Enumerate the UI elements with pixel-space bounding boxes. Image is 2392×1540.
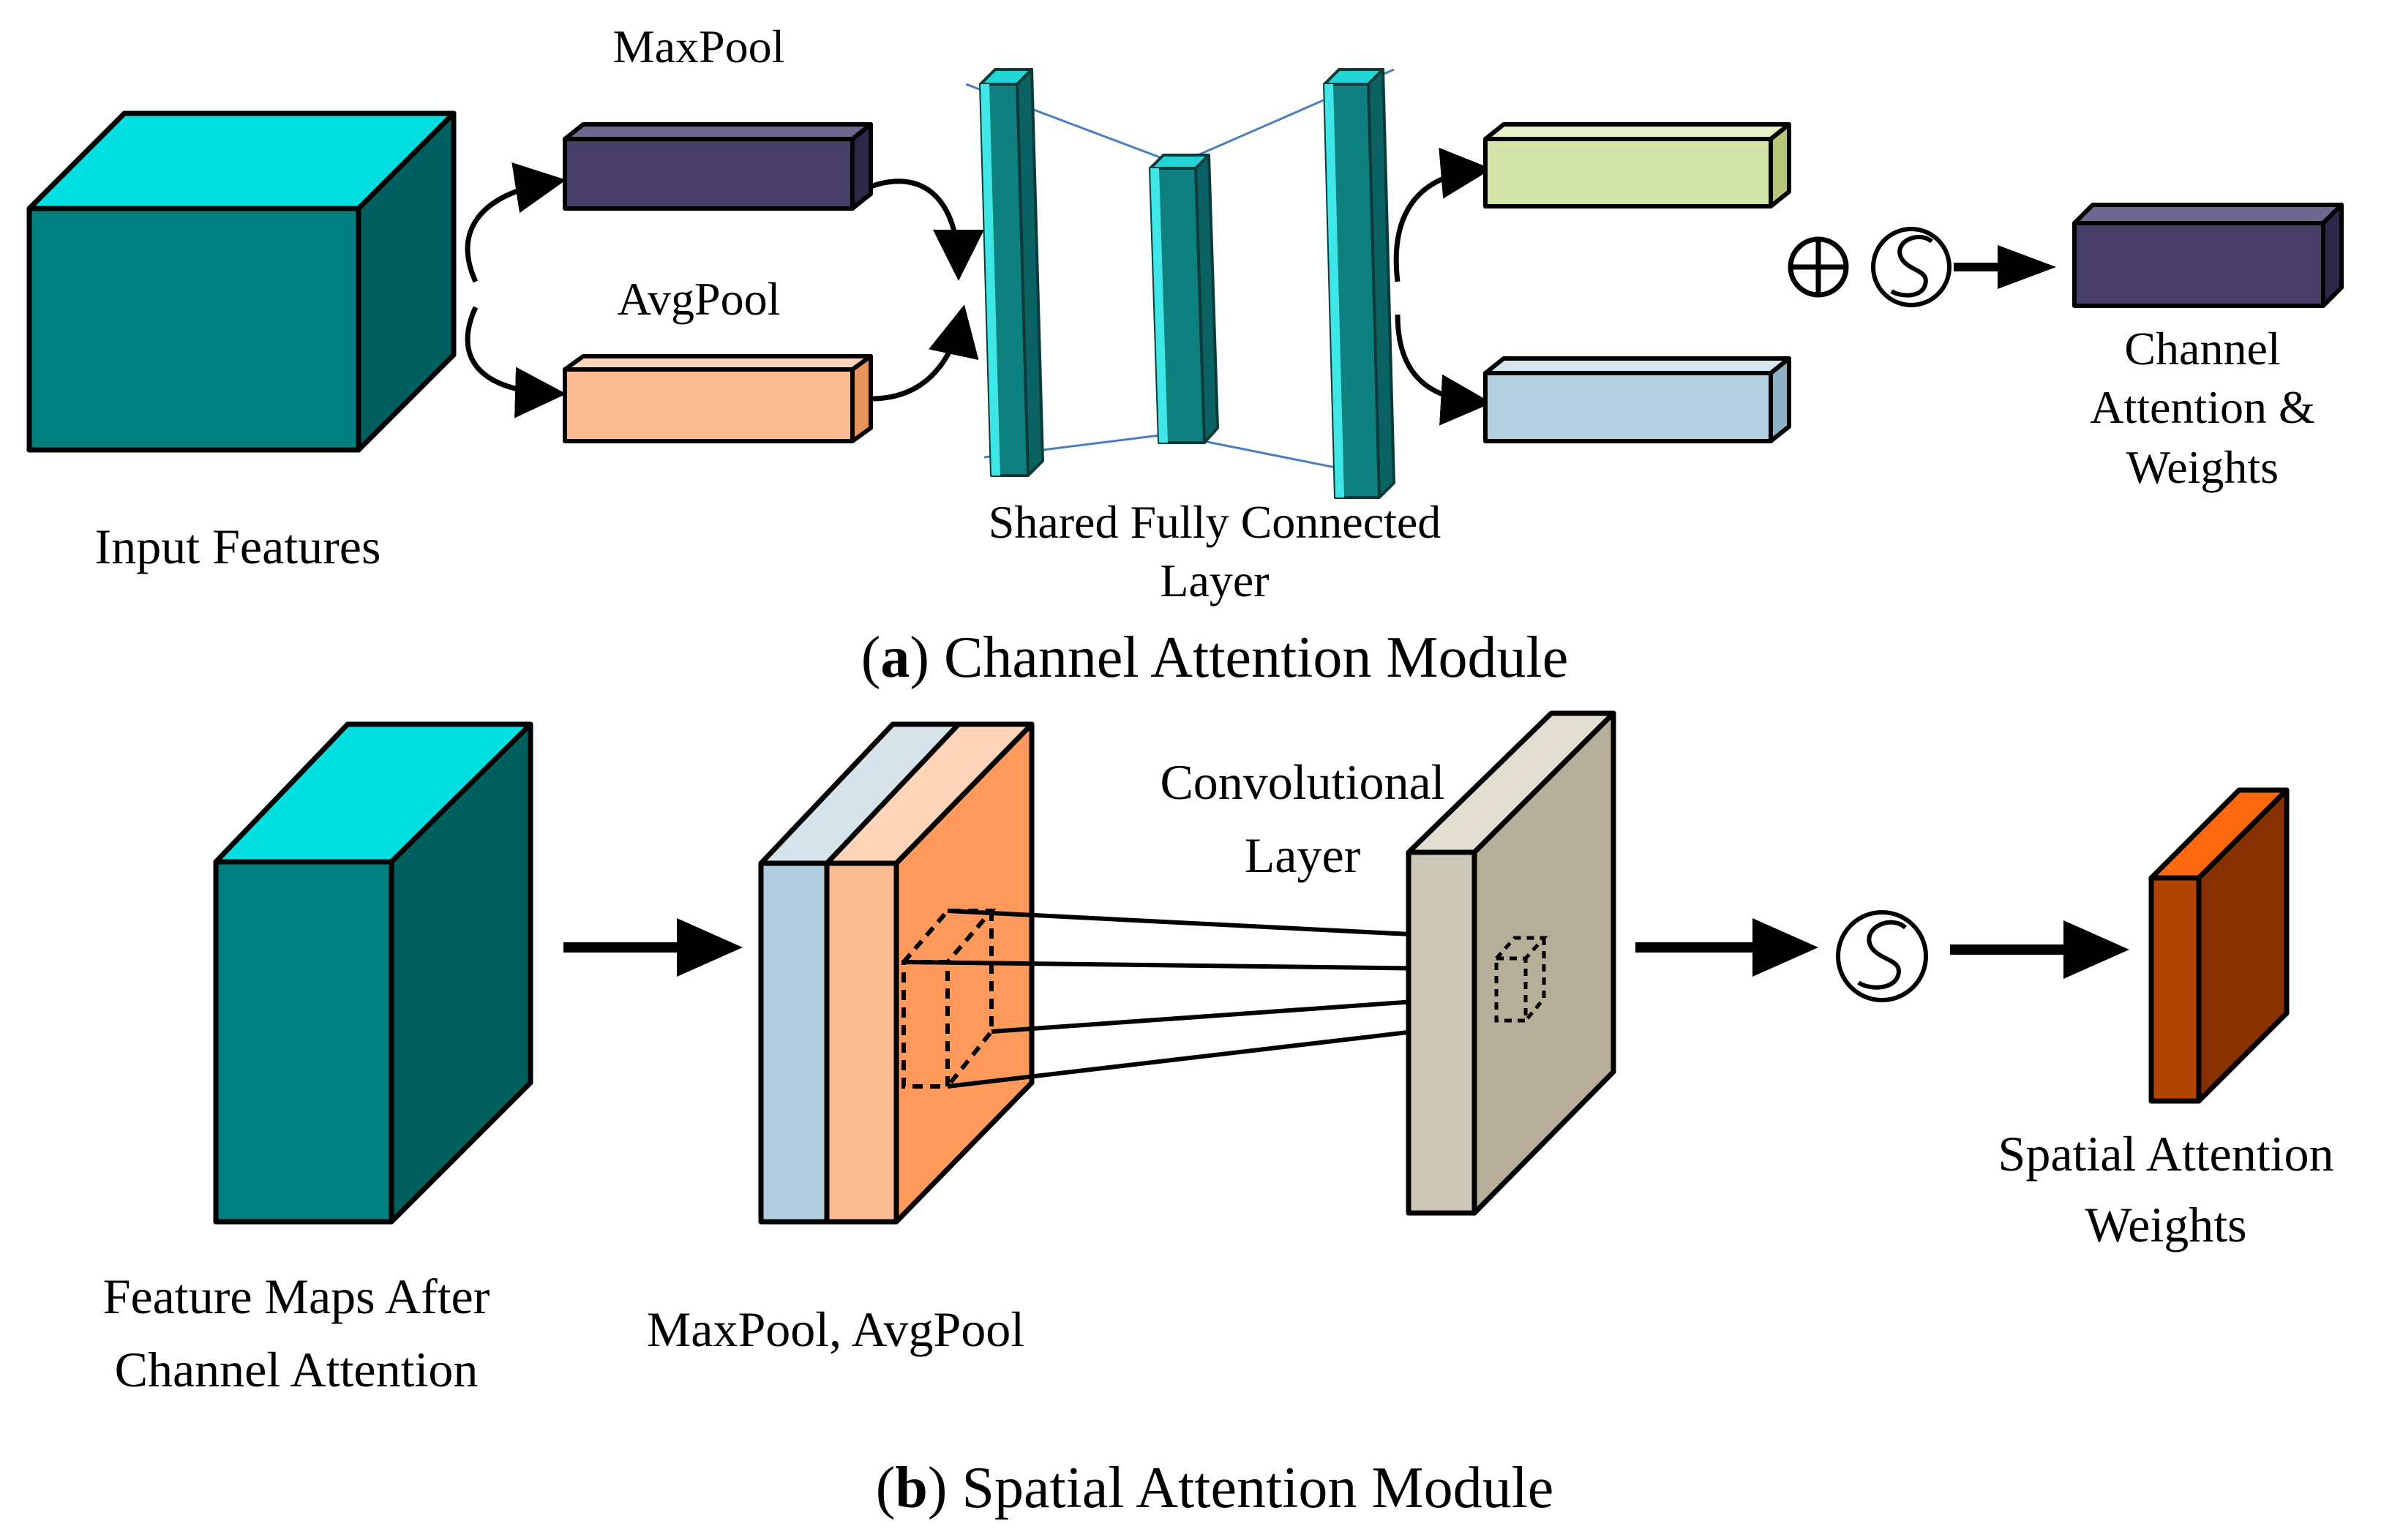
caption-a: (a) Channel Attention Module (861, 626, 1569, 690)
arrow-fc-to-top-bar (1393, 147, 1492, 282)
cube-front (26, 206, 361, 453)
input-features-cube (26, 110, 457, 453)
fc-to-output-arrows (1393, 147, 1492, 426)
fc-layer-3 (1323, 68, 1395, 499)
arrow-avgpool-to-fc (870, 304, 979, 402)
avgpool-bar (563, 354, 873, 443)
feature-maps-label-line2: Channel Attention (115, 1342, 479, 1397)
fc-output-bar-top (1483, 122, 1791, 209)
pooled-maps-stack (758, 721, 1035, 1225)
spatial-attention-weights-slab (2148, 787, 2290, 1104)
maxpool-label: MaxPool (613, 20, 785, 72)
spatial-sigmoid-icon (1836, 910, 1928, 1002)
shared-fc-label-line2: Layer (1160, 555, 1269, 606)
channel-output-label-line1: Channel (2124, 323, 2280, 375)
channel-attention-module: Input Features MaxPool AvgPool (26, 20, 2344, 690)
pool-slab-peach (824, 860, 899, 1225)
conv-label-line2: Layer (1245, 827, 1361, 883)
spatial-attention-module: Feature Maps After Channel Attention Max… (103, 710, 2334, 1520)
caption-b-open: ( (876, 1456, 896, 1520)
arrow-to-maxpool (465, 162, 566, 283)
feature-maps-cube (213, 721, 533, 1225)
caption-b: (b) Spatial Attention Module (876, 1456, 1554, 1520)
channel-output-label-line2: Attention & (2090, 381, 2315, 433)
spatial-output-label-line1: Spatial Attention (1998, 1126, 2334, 1182)
fc-output-bar-bottom (1483, 356, 1791, 443)
arrow-to-sigmoid (1635, 918, 1818, 977)
pool-to-fc-arrows (869, 179, 984, 402)
fc-layer-1 (979, 68, 1044, 477)
feature-maps-label-line1: Feature Maps After (103, 1269, 490, 1324)
arrow-to-spatial-weights (1950, 920, 2129, 979)
arrow-to-pooled-maps (563, 918, 743, 977)
conv-layer-slab (1406, 710, 1616, 1216)
caption-b-rest: ) Spatial Attention Module (928, 1456, 1553, 1520)
spatial-output-label-line2: Weights (2085, 1197, 2246, 1252)
conv-label-line1: Convolutional (1160, 754, 1444, 810)
arrow-to-channel-weights (1954, 245, 2056, 289)
conv-kernel-cube (1494, 936, 1548, 1023)
fc-layer-2 (1149, 154, 1219, 444)
caption-a-letter: a (880, 626, 910, 690)
caption-a-open: ( (861, 626, 881, 690)
caption-b-letter: b (895, 1456, 928, 1520)
sigmoid-icon (1871, 227, 1952, 307)
maxpool-bar (563, 122, 873, 211)
channel-attention-weights-bar (2072, 203, 2344, 308)
arrow-to-avgpool (465, 306, 566, 418)
avgpool-label: AvgPool (618, 273, 781, 325)
pool-slab-blue (758, 860, 830, 1225)
pool-label: MaxPool, AvgPool (647, 1302, 1024, 1357)
sum-icon (1788, 236, 1849, 298)
arrow-fc-to-bottom-bar (1395, 314, 1492, 426)
arrow-maxpool-to-fc (869, 179, 984, 281)
split-arrows (465, 162, 566, 418)
input-features-label: Input Features (95, 519, 381, 574)
channel-output-label-line3: Weights (2126, 441, 2279, 493)
shared-fc-label-line1: Shared Fully Connected (989, 496, 1441, 548)
caption-a-rest: ) Channel Attention Module (910, 626, 1568, 690)
